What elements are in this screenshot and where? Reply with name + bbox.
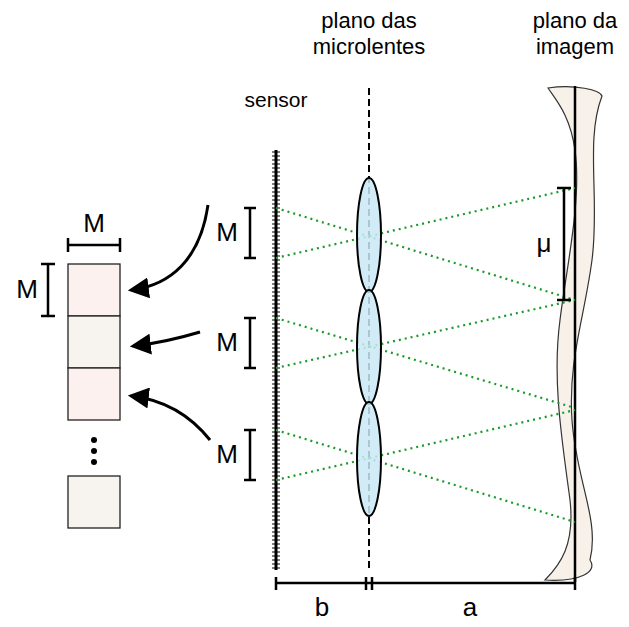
plane-label: plano das microlentes [294,8,444,61]
dimension-label: M [83,208,105,239]
sensor-ticks [272,152,280,568]
ellipsis-dots [91,437,97,465]
dimension-label: M [216,327,238,358]
dimension-label: b [315,592,329,623]
dimension-bracket [41,188,575,590]
dimension-label: M [216,217,238,248]
mapping-arrow [132,205,210,440]
sensor-label: sensor [244,87,307,112]
dimension-label: a [463,592,477,623]
dimension-label: μ [537,228,552,259]
dimension-label: M [216,439,238,470]
image-plane [574,86,577,582]
microlens [357,178,381,516]
plane-label: plano da imagem [526,8,624,61]
object-band [545,87,602,581]
pixel-block [68,264,120,528]
light-rays [276,188,575,522]
dimension-label: M [16,274,38,305]
